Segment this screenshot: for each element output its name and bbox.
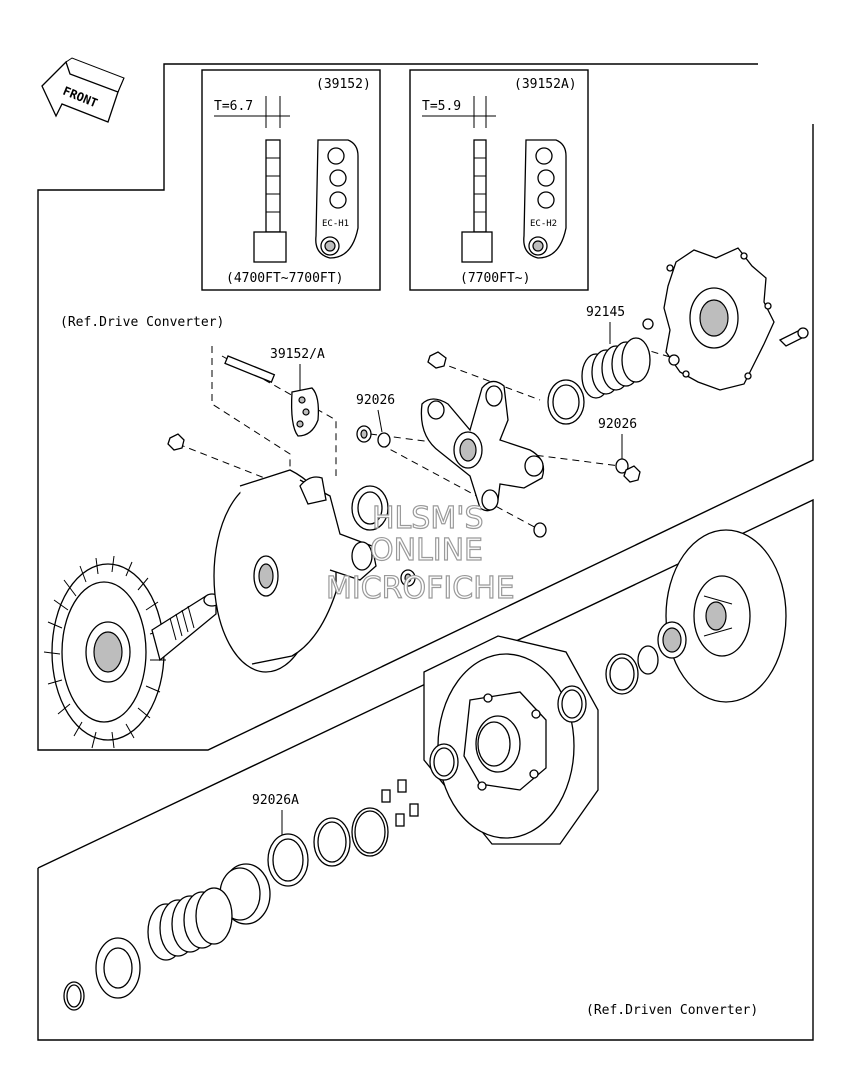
ref-drive-converter: (Ref.Drive Converter) [60, 315, 224, 330]
driven-movable-sheave [423, 635, 599, 845]
front-arrow-icon: FRONT [41, 57, 125, 123]
inset-right-thickness: T=5.9 [422, 99, 461, 114]
driven-spring [63, 863, 271, 1011]
drive-spider [420, 380, 547, 538]
inset-box-left [201, 69, 381, 291]
driven-converter-border [37, 498, 814, 1041]
inset-right-part-number: (39152A) [514, 77, 577, 92]
callout-92026-upper: 92026 [356, 393, 395, 408]
watermark: HLSM'S ONLINE MICROFICHE [325, 500, 515, 606]
spring-92145 [547, 337, 651, 483]
callout-92026a: 92026A [252, 793, 299, 808]
inset-right-altitude: (7700FT~) [460, 271, 530, 286]
callout-92026-right: 92026 [598, 417, 637, 432]
callout-39152-a: 39152/A [270, 347, 325, 362]
drive-assembly-leaders [177, 346, 681, 531]
driven-small-parts [267, 743, 459, 887]
inset-right-stamp: EC-H2 [530, 219, 557, 229]
drive-converter-border [37, 63, 814, 751]
inset-left-stamp: EC-H1 [322, 219, 349, 229]
inset-box-right [409, 69, 589, 291]
inset-right-drawing [422, 96, 567, 263]
ref-driven-converter: (Ref.Driven Converter) [586, 1003, 758, 1018]
watermark-line-2: ONLINE [370, 533, 483, 568]
drive-fan-pulley [43, 555, 221, 749]
callout-92145: 92145 [586, 305, 625, 320]
drive-movable-sheave [213, 469, 377, 673]
watermark-line-3: MICROFICHE [326, 571, 515, 606]
drive-small-parts [167, 351, 447, 587]
drive-cover [642, 247, 809, 391]
driven-fixed-sheave [605, 529, 787, 703]
inset-left-part-number: (39152) [316, 77, 371, 92]
inset-left-altitude: (4700FT~7700FT) [226, 271, 343, 286]
inset-left-drawing [214, 96, 359, 263]
inset-left-thickness: T=6.7 [214, 99, 253, 114]
watermark-line-1: HLSM'S [372, 501, 484, 536]
